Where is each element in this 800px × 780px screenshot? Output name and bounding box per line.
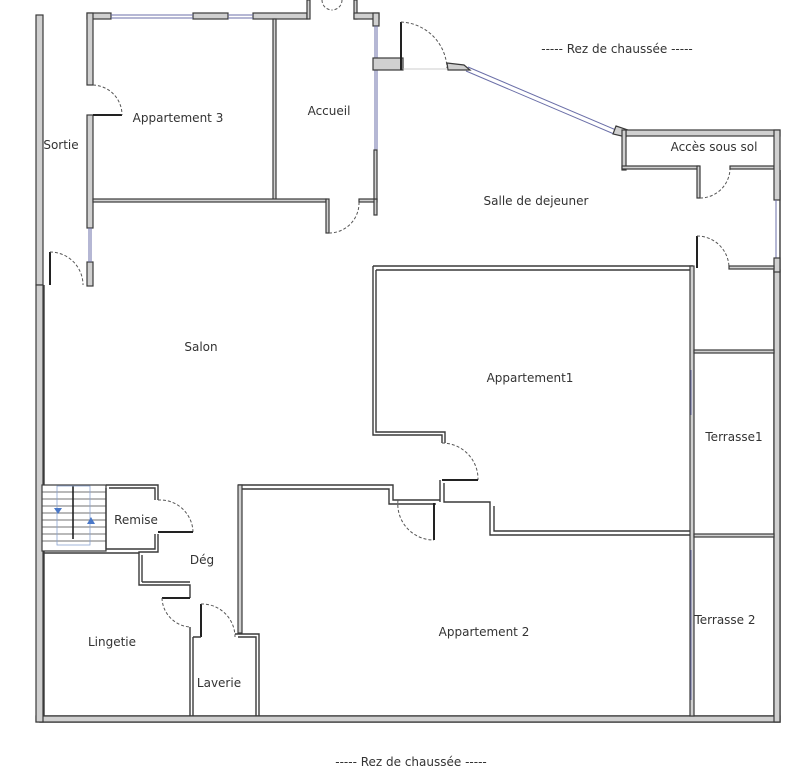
wall — [193, 633, 260, 716]
wall — [105, 488, 191, 598]
room-label-terrasse-1: Terrasse1 — [705, 430, 763, 444]
room-label-laverie: Laverie — [196, 676, 242, 690]
room-label-terrasse-2: Terrasse 2 — [694, 613, 756, 627]
stair-arrow-down-icon — [54, 508, 62, 514]
wall — [272, 18, 277, 201]
door-swing — [397, 499, 435, 541]
wall-right — [773, 269, 781, 723]
wall — [252, 12, 308, 20]
door-swing — [49, 251, 84, 286]
door-swing — [699, 168, 731, 199]
floor-title-bottom: ----- Rez de chaussée ----- — [335, 755, 487, 769]
room-label-sortie: Sortie — [43, 138, 79, 152]
floor-title-top: ----- Rez de chaussée ----- — [541, 42, 693, 56]
wall — [86, 114, 94, 229]
wall — [728, 265, 775, 270]
wall — [189, 627, 194, 716]
door-swing — [696, 235, 730, 269]
room-label-remise: Remise — [114, 513, 158, 527]
room-label-salle-de-dejeuner: Salle de dejeuner — [483, 194, 589, 208]
wall — [86, 12, 94, 86]
wall — [306, 0, 311, 20]
door-swing — [161, 597, 191, 628]
wall — [373, 265, 693, 271]
wall — [372, 12, 380, 27]
staircase — [41, 484, 107, 552]
room-label-appartement-2: Appartement 2 — [438, 625, 530, 639]
stair-arrow-up-icon — [87, 517, 95, 524]
wall — [689, 265, 695, 717]
wall — [192, 12, 229, 20]
wall-outer-boundary-inner — [43, 270, 775, 717]
door-swing — [157, 499, 194, 533]
wall — [773, 129, 781, 201]
wall — [693, 349, 775, 354]
door-swing — [321, 0, 333, 11]
wall — [372, 57, 404, 71]
door-swing — [200, 603, 236, 638]
wall — [373, 198, 378, 216]
room-label-deg: Dég — [189, 553, 215, 567]
room-label-salon: Salon — [184, 340, 218, 354]
wall-sortie-left — [35, 14, 44, 286]
wall — [621, 165, 700, 170]
door-swing — [441, 442, 479, 481]
wall — [773, 257, 781, 273]
door-swing — [328, 201, 360, 234]
wall — [625, 129, 781, 137]
door-swing — [92, 84, 123, 116]
wall — [446, 62, 472, 71]
window-diagonal — [467, 66, 617, 131]
wall — [86, 261, 94, 287]
room-label-appartement-3: Appartement 3 — [132, 111, 224, 125]
room-label-appartement-1: Appartement1 — [486, 371, 574, 385]
wall — [372, 266, 446, 443]
wall — [729, 165, 775, 170]
wall — [373, 149, 378, 200]
window-diagonal — [465, 70, 615, 135]
wall — [238, 484, 440, 505]
door-swing — [400, 21, 448, 69]
wall — [106, 484, 159, 500]
room-label-lingetie: Lingetie — [87, 635, 137, 649]
wall — [696, 165, 701, 199]
door-swing — [331, 0, 343, 11]
wall — [237, 484, 243, 634]
wall — [439, 480, 693, 536]
room-label-acces-sous-sol: Accès sous sol — [670, 140, 758, 154]
wall-bottom — [35, 715, 781, 723]
wall — [92, 198, 327, 203]
wall — [621, 129, 627, 171]
room-label-accueil: Accueil — [307, 104, 351, 118]
wall — [693, 533, 775, 538]
wall — [325, 198, 330, 234]
wall-outer-boundary — [39, 170, 781, 723]
